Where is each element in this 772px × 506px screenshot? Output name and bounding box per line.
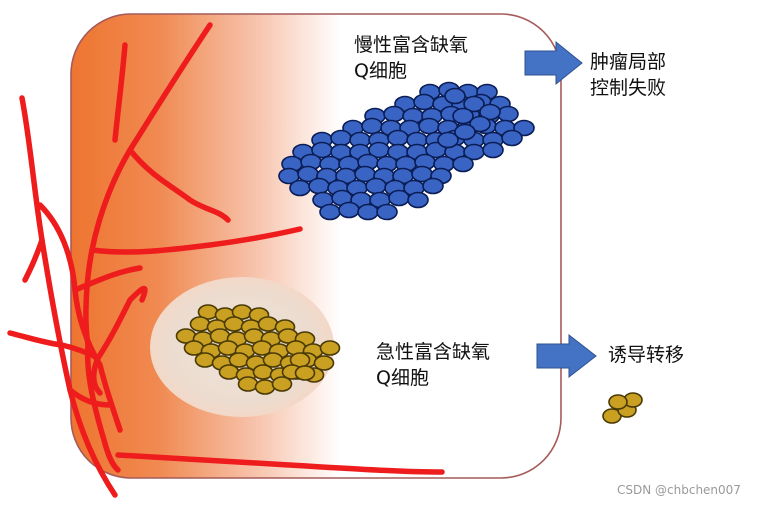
arrow-right-icon: [536, 333, 597, 379]
cell: [376, 203, 398, 221]
cell: [418, 117, 440, 135]
cell: [437, 131, 459, 149]
vessel: [89, 226, 303, 255]
cell: [330, 129, 352, 147]
cell: [218, 364, 240, 380]
cell: [223, 316, 245, 332]
cell: [387, 129, 409, 147]
cell: [289, 179, 311, 197]
cell: [271, 376, 293, 392]
cell: [217, 340, 239, 356]
cell: [608, 394, 628, 410]
cell: [319, 203, 341, 221]
cell: [294, 365, 316, 381]
watermark: CSDN @chbchen007: [617, 483, 741, 497]
cell: [338, 201, 360, 219]
cell: [482, 141, 504, 159]
arrow-right-icon: [524, 40, 583, 86]
vessel: [112, 42, 128, 143]
vessel: [19, 95, 118, 498]
blood-vessels: [7, 22, 445, 498]
chronic-hypoxic-cell-cluster: [278, 81, 535, 221]
cell: [469, 115, 491, 133]
chronic-outcome-label-line1: 肿瘤局部: [590, 51, 667, 73]
migrating-cells: [602, 392, 643, 424]
vessel: [22, 237, 45, 283]
cell: [194, 352, 216, 368]
cell: [388, 189, 410, 207]
cell: [308, 177, 330, 195]
vessel: [91, 355, 103, 396]
cell: [479, 103, 501, 121]
vessel: [95, 285, 148, 361]
vessel: [37, 202, 123, 433]
cell: [252, 364, 274, 380]
cell: [357, 203, 379, 221]
vessel: [84, 342, 121, 473]
cell: [452, 107, 474, 125]
cell: [463, 95, 485, 113]
vessel: [115, 452, 445, 475]
cell: [251, 340, 273, 356]
chronic-hypoxia-label-line1: 慢性富含缺氧: [354, 34, 469, 56]
cell: [189, 316, 211, 332]
cell: [365, 177, 387, 195]
cell: [257, 316, 279, 332]
cell: [237, 376, 259, 392]
vessel: [127, 147, 231, 223]
cell: [452, 155, 474, 173]
cell: [422, 177, 444, 195]
cell: [383, 105, 405, 123]
cell: [444, 87, 466, 105]
acute-hypoxia-label-line1: 急性富含缺氧: [376, 341, 491, 363]
cell: [497, 105, 519, 123]
vessel: [83, 22, 213, 348]
cell: [454, 123, 476, 141]
cell: [183, 340, 205, 356]
cell: [501, 129, 523, 147]
cell: [319, 340, 341, 356]
acute-hypoxic-cell-cluster: [175, 304, 341, 395]
cell: [254, 379, 276, 395]
cell: [313, 355, 335, 371]
chronic-hypoxia-label-line2: Q细胞: [354, 60, 407, 82]
tumor-region: [70, 13, 562, 479]
vessel: [67, 387, 113, 408]
acute-hypoxia-label-line2: Q细胞: [376, 367, 429, 389]
vessel: [72, 265, 143, 293]
chronic-outcome-label-line2: 控制失败: [590, 77, 667, 99]
cell: [413, 93, 435, 111]
acute-outcome-label: 诱导转移: [608, 344, 685, 366]
cell: [407, 191, 429, 209]
cell: [361, 117, 383, 135]
